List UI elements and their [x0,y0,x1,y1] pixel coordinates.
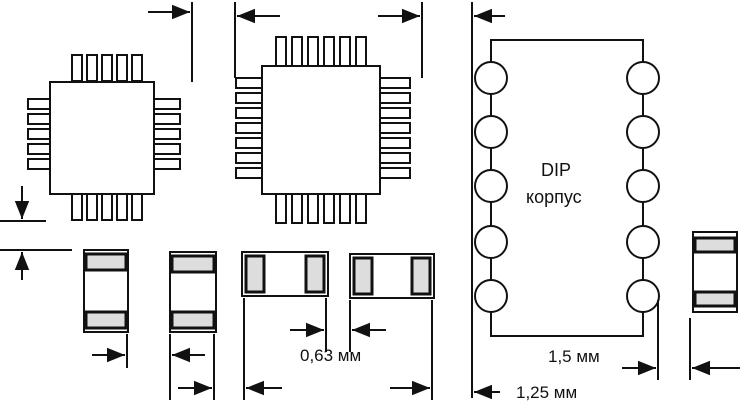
chip-component-5 [692,231,738,313]
dimension-label-063: 0,63 мм [300,346,362,365]
dimension-label-15: 1,5 мм [548,347,600,366]
chip-component-4 [349,253,435,299]
chip-component-2 [169,251,217,333]
qfp-package-1 [27,54,181,221]
chip-component-3 [241,251,329,297]
chip-component-1 [83,249,129,333]
dip-package [474,39,660,337]
dimension-label-125: 1,25 мм [516,383,578,402]
dimension-lines [0,2,740,400]
dip-title: DIP [541,160,572,180]
qfp-package-2 [235,36,411,224]
dip-subtitle: корпус [526,187,582,207]
